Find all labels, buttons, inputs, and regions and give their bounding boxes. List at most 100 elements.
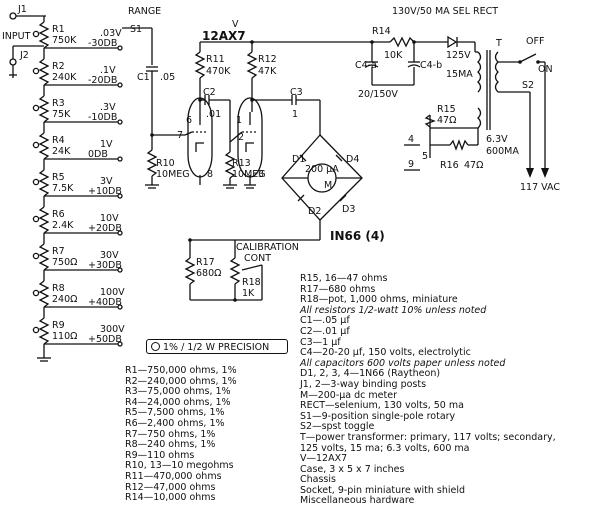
parts-list-line: R2—240,000 ohms, 1% xyxy=(125,375,237,387)
c4-value: 20/150V xyxy=(358,89,398,100)
parts-list-line: T—power transformer: primary, 117 volts;… xyxy=(300,431,556,443)
switch-contact xyxy=(117,304,123,310)
pin-6: 6 xyxy=(186,115,192,126)
c4b-label: C4-b xyxy=(420,60,442,71)
range-volts: 100V xyxy=(100,287,125,298)
parts-list-left: R1—750,000 ohms, 1%R2—240,000 ohms, 1%R3… xyxy=(125,365,237,504)
parts-list-line: 125 volts, 15 ma; 6.3 volts, 600 ma xyxy=(300,442,470,454)
ladder-resistor xyxy=(38,21,50,49)
precision-marker-icon xyxy=(32,215,40,223)
range-volts: 300V xyxy=(100,324,125,335)
r18-label: R18 xyxy=(242,277,261,288)
parts-list-line: R10, 13—10 megohms xyxy=(125,460,234,472)
precision-marker-icon xyxy=(32,326,40,334)
precision-marker-icon xyxy=(32,289,40,297)
switch-contact xyxy=(117,267,123,273)
c1-value: .05 xyxy=(160,72,175,83)
d4-label: D4 xyxy=(346,154,359,165)
parts-list-line: V—12AX7 xyxy=(300,453,348,465)
ladder-resistor-value: 110Ω xyxy=(52,331,77,342)
meter-label: 200 μA xyxy=(305,164,339,175)
pin-2: 2 xyxy=(238,132,244,143)
ladder-resistor xyxy=(38,132,50,160)
parts-list-line: R17—680 ohms xyxy=(300,283,376,295)
ladder-resistor xyxy=(38,206,50,234)
parts-list-line: R8—240 ohms, 1% xyxy=(125,439,216,451)
range-db: +30DB xyxy=(88,260,122,271)
c2-label: C2 xyxy=(203,87,216,98)
t-label: T xyxy=(495,38,502,49)
parts-list-line: Case, 3 x 5 x 7 inches xyxy=(300,463,405,475)
range-db: 0DB xyxy=(88,149,108,160)
ladder-resistor xyxy=(38,169,50,197)
r16-label: R16 xyxy=(440,160,459,171)
ladder-resistor xyxy=(38,95,50,123)
r15-label: R15 xyxy=(437,104,456,115)
parts-list-line: R5—7,500 ohms, 1% xyxy=(125,407,225,419)
parts-list-line: R7—750 ohms, 1% xyxy=(125,428,216,440)
ladder-resistor-name: R7 xyxy=(52,246,65,257)
in66-label: IN66 (4) xyxy=(330,229,385,243)
d1-label: D1 xyxy=(292,154,305,165)
switch-contact xyxy=(117,156,123,162)
calibration-label: CALIBRATION xyxy=(236,242,299,253)
ladder-resistor xyxy=(38,317,50,345)
range-volts: 3V xyxy=(100,176,113,187)
range-volts: .1V xyxy=(100,65,116,76)
r10-value: 10MEG xyxy=(156,169,190,180)
r15-value: 47Ω xyxy=(437,115,456,126)
r13-value: 10MEG xyxy=(232,169,266,180)
parts-list-line: R11—470,000 ohms xyxy=(125,470,222,482)
ladder-resistor-value: 750K xyxy=(52,35,77,46)
switch-contact xyxy=(117,45,123,51)
off-label: OFF xyxy=(526,36,544,47)
precision-marker-icon xyxy=(32,252,40,260)
parts-list-line: R1—750,000 ohms, 1% xyxy=(125,365,237,376)
m-label: M xyxy=(324,180,332,191)
precision-marker-icon xyxy=(32,141,40,149)
ladder-resistor-name: R3 xyxy=(52,98,65,109)
ladder-resistor-value: 240K xyxy=(52,72,77,83)
ladder-resistor-value: 750Ω xyxy=(52,257,77,268)
range-volts: 30V xyxy=(100,250,119,261)
range-volts: 10V xyxy=(100,213,119,224)
pin-5: 5 xyxy=(422,151,428,162)
parts-list-line: C3—1 μf xyxy=(300,336,341,348)
r17-value: 680Ω xyxy=(196,268,221,279)
precision-marker-icon xyxy=(32,104,40,112)
sec2-current: 600MA xyxy=(486,146,519,157)
s2-label: S2 xyxy=(522,80,534,91)
precision-marker-icon xyxy=(32,67,40,75)
parts-list-line: R12—47,000 ohms xyxy=(125,481,216,493)
parts-list-line: R18—pot, 1,000 ohms, miniature xyxy=(300,294,458,306)
parts-list-line: Socket, 9-pin miniature with shield xyxy=(300,484,466,496)
ladder-resistor-value: 75K xyxy=(52,109,71,120)
pin-7: 7 xyxy=(177,130,183,141)
range-db: +50DB xyxy=(88,334,122,345)
range-volts: .03V xyxy=(100,28,122,39)
r10-label: R10 xyxy=(156,158,175,169)
sec2-voltage: 6.3V xyxy=(486,134,508,145)
on-label: ON xyxy=(538,64,553,75)
precision-legend: 1% / 1/2 W PRECISION xyxy=(146,339,288,354)
parts-list-line: R9—110 ohms xyxy=(125,449,195,461)
r18-value: 1K xyxy=(242,288,255,299)
rect-label: 130V/50 MA SEL RECT xyxy=(392,6,498,17)
precision-text: 1% / 1/2 W PRECISION xyxy=(163,342,270,353)
range-db: +10DB xyxy=(88,186,122,197)
pin-3: 3 xyxy=(258,169,264,180)
parts-list-line: J1, 2—3-way binding posts xyxy=(300,378,427,390)
r13-label: R13 xyxy=(232,158,251,169)
parts-list-line: Miscellaneous hardware xyxy=(300,495,415,507)
parts-list-line: Chassis xyxy=(300,474,336,486)
switch-contact xyxy=(117,82,123,88)
v-label: V xyxy=(232,19,239,30)
pin-8: 8 xyxy=(207,169,213,180)
ladder-resistor-value: 240Ω xyxy=(52,294,77,305)
ladder-resistor xyxy=(38,58,50,86)
d2-label: D2 xyxy=(308,206,321,217)
cont-label: CONT xyxy=(244,253,271,264)
